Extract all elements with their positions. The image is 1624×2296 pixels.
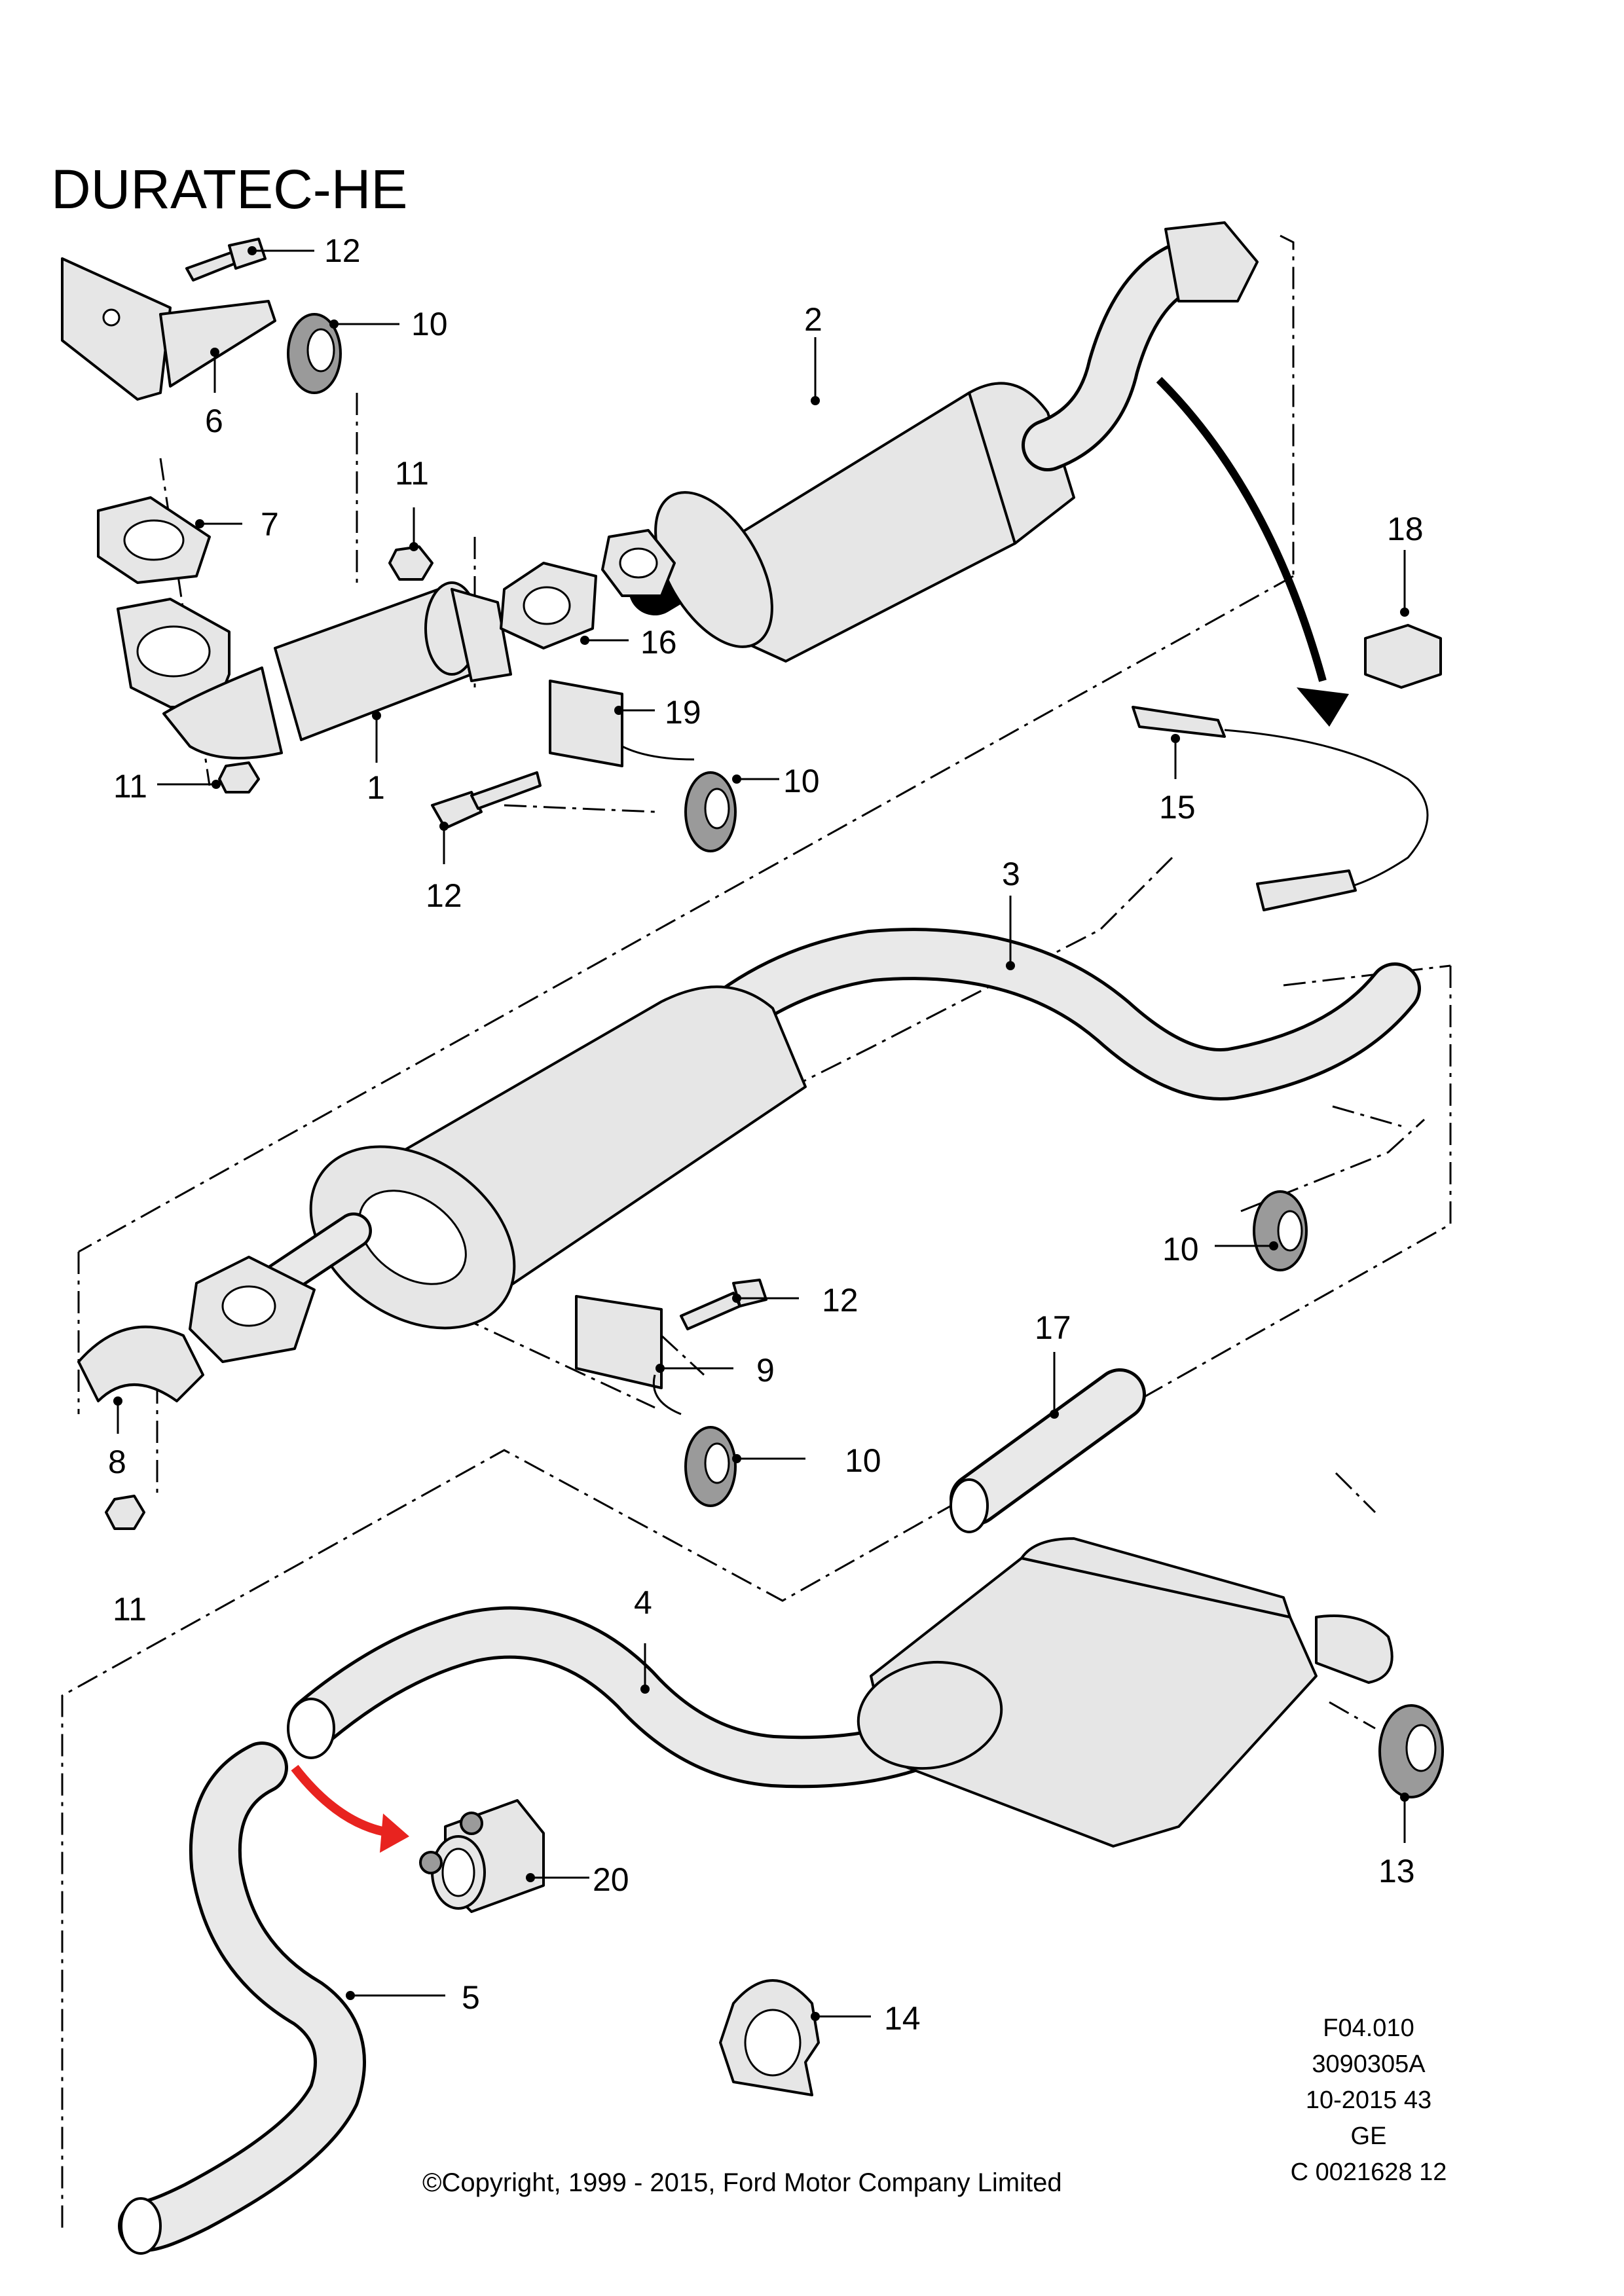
bolt-part-12-lower — [680, 1279, 767, 1330]
reference-line-2: 3090305A — [1312, 2050, 1426, 2078]
callout-11-top: 11 — [395, 455, 429, 492]
catalytic-converter-part-2 — [601, 221, 1259, 663]
callout-12-top: 12 — [324, 232, 361, 269]
callout-12-middle: 12 — [426, 877, 462, 914]
callout-8: 8 — [108, 1444, 126, 1480]
callout-7: 7 — [261, 506, 279, 543]
nut-part-11-c — [105, 1495, 145, 1530]
callout-10-right: 10 — [1162, 1231, 1199, 1267]
callout-10-top: 10 — [411, 306, 448, 342]
arrow-icon-sensor-location — [1156, 376, 1349, 727]
callout-11-bottom: 11 — [113, 1591, 147, 1628]
copyright-notice: ©Copyright, 1999 - 2015, Ford Motor Comp… — [422, 2168, 1062, 2197]
oxygen-sensor-part-15 — [1132, 706, 1429, 911]
callout-11-left: 11 — [113, 768, 147, 805]
callout-20: 20 — [593, 1861, 629, 1898]
insulator-part-10-top — [287, 313, 342, 394]
rear-muffler-part-4 — [287, 1537, 1393, 1848]
bolt-part-12-top — [185, 238, 267, 282]
nut-part-11-b — [218, 761, 260, 793]
callout-1: 1 — [367, 769, 385, 806]
reference-line-4: GE — [1351, 2123, 1387, 2150]
callout-3: 3 — [1002, 856, 1020, 892]
callout-labels: 12 10 6 7 11 2 16 19 10 1 11 12 15 18 3 … — [108, 232, 1424, 2037]
pipe-section-part-17 — [950, 1368, 1146, 1533]
callout-14: 14 — [884, 2000, 921, 2037]
insulator-part-13 — [1378, 1704, 1444, 1798]
reference-line-5: C 0021628 12 — [1291, 2159, 1447, 2186]
reference-line-3: 10-2015 43 — [1306, 2086, 1431, 2114]
callout-6: 6 — [205, 403, 223, 439]
callout-18: 18 — [1387, 511, 1424, 547]
callout-2: 2 — [804, 301, 822, 338]
gasket-part-7 — [97, 496, 211, 584]
bracket-part-19 — [549, 680, 695, 767]
plug-part-18 — [1364, 624, 1442, 689]
center-muffler-part-3 — [189, 928, 1421, 1363]
callout-15: 15 — [1159, 789, 1196, 826]
clamp-part-8 — [77, 1325, 204, 1402]
clamp-part-20 — [419, 1799, 545, 1913]
reference-block: F04.010 3090305A 10-2015 43 GE C 0021628… — [1291, 2014, 1447, 2186]
reference-line-1: F04.010 — [1323, 2014, 1414, 2042]
callout-13: 13 — [1378, 1853, 1415, 1889]
callout-17: 17 — [1035, 1309, 1071, 1346]
callout-12-lower: 12 — [822, 1282, 858, 1319]
bracket-part-9 — [575, 1295, 682, 1415]
callout-19: 19 — [665, 694, 701, 731]
nut-part-11-a — [388, 545, 434, 581]
bolt-part-12-middle — [431, 771, 542, 829]
arrow-icon-red-clamp-direction — [291, 1764, 409, 1853]
catalytic-converter-part-1 — [117, 581, 512, 759]
bracket-part-6 — [61, 257, 276, 401]
gasket-part-16 — [500, 562, 597, 649]
insulator-part-10-right — [1253, 1190, 1308, 1271]
callout-10-lower: 10 — [845, 1442, 881, 1479]
callout-leaders — [113, 246, 1409, 2021]
clamp-part-14 — [719, 1979, 820, 2096]
callout-10-middle: 10 — [783, 763, 820, 799]
diagram-title: DURATEC-HE — [51, 158, 407, 220]
callout-4: 4 — [634, 1584, 652, 1621]
insulator-part-10-middle — [684, 771, 737, 852]
callout-16: 16 — [640, 624, 677, 661]
callout-9: 9 — [756, 1352, 775, 1389]
insulator-part-10-lower — [684, 1426, 737, 1507]
pipe-part-5 — [118, 1741, 366, 2255]
callout-5: 5 — [462, 1979, 480, 2016]
